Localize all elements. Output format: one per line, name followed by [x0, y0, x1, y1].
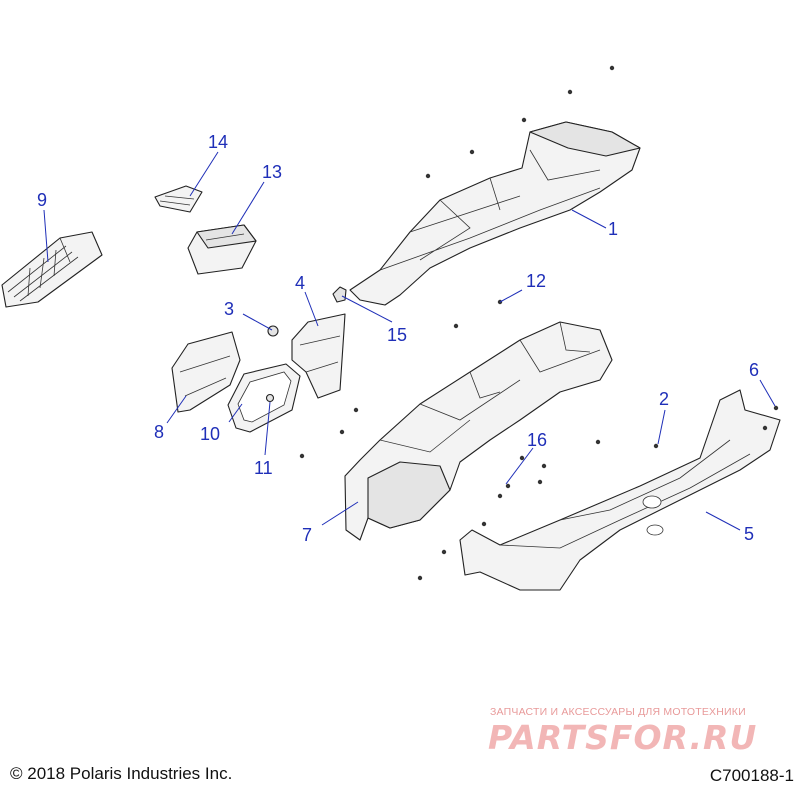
- part-9-tray: [1, 231, 103, 308]
- callout-2: 2: [659, 389, 669, 409]
- leader-lines: [43, 151, 776, 531]
- fasteners: [299, 65, 779, 581]
- part-10-seal: [227, 363, 301, 433]
- part-13-box: [187, 224, 257, 275]
- callout-9: 9: [37, 190, 47, 210]
- callout-16: 16: [527, 430, 547, 450]
- part-5-lower-dash: [459, 389, 781, 591]
- diagram-id: C700188-1: [709, 766, 794, 785]
- part-4-bracket: [291, 313, 346, 399]
- part-8-door: [171, 331, 241, 413]
- callout-5: 5: [744, 524, 754, 544]
- callout-11: 11: [254, 458, 273, 478]
- watermark-tagline: ЗАПЧАСТИ И АКСЕССУАРЫ ДЛЯ МОТОТЕХНИКИ: [490, 706, 746, 718]
- callout-14: 14: [208, 132, 228, 152]
- part-1-upper-dash: [349, 121, 641, 306]
- part-15-clip: [332, 286, 347, 303]
- callout-10: 10: [200, 424, 220, 444]
- watermark-logo: PARTSFOR.RU: [488, 718, 758, 757]
- callout-4: 4: [295, 273, 305, 293]
- callout-13: 13: [262, 162, 282, 182]
- callout-7: 7: [302, 525, 312, 545]
- copyright-notice: © 2018 Polaris Industries Inc.: [10, 764, 233, 783]
- callout-15: 15: [387, 325, 407, 345]
- part-11-button: [265, 393, 275, 403]
- callout-3: 3: [224, 299, 234, 319]
- callout-8: 8: [154, 422, 164, 442]
- callouts: 1 2 3 4 5 6 7 8 9 10 11 12 13 14 15 16: [37, 132, 759, 545]
- callout-12: 12: [526, 271, 546, 291]
- part-7-dash-frame: [344, 321, 613, 541]
- callout-1: 1: [608, 219, 618, 239]
- callout-6: 6: [749, 360, 759, 380]
- part-3-grommet: [267, 325, 279, 337]
- part-14-lid: [154, 185, 203, 213]
